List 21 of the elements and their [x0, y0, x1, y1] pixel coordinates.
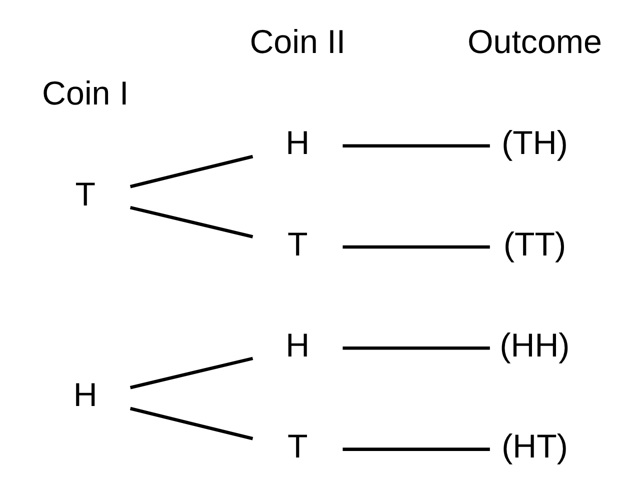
connector [342, 346, 490, 350]
connector [342, 448, 490, 451]
connector [342, 144, 490, 148]
node-text: T [74, 176, 96, 214]
connector [129, 154, 253, 188]
connector [129, 356, 253, 390]
node-text: H [285, 327, 310, 364]
connector [129, 206, 253, 238]
node-text: H [72, 377, 97, 414]
node-text: (TT) [502, 226, 566, 264]
node-text: (TH) [501, 125, 568, 162]
label: Outcome [466, 24, 602, 61]
node-text: T [286, 226, 308, 264]
node-text: (HT) [501, 428, 568, 466]
node-text: (HH) [499, 327, 570, 364]
connector [129, 406, 253, 440]
label: Coin I [42, 75, 128, 112]
label: Coin II [249, 24, 346, 61]
node-text: T [286, 428, 308, 466]
node-text: H [285, 125, 310, 162]
connector [342, 245, 490, 249]
